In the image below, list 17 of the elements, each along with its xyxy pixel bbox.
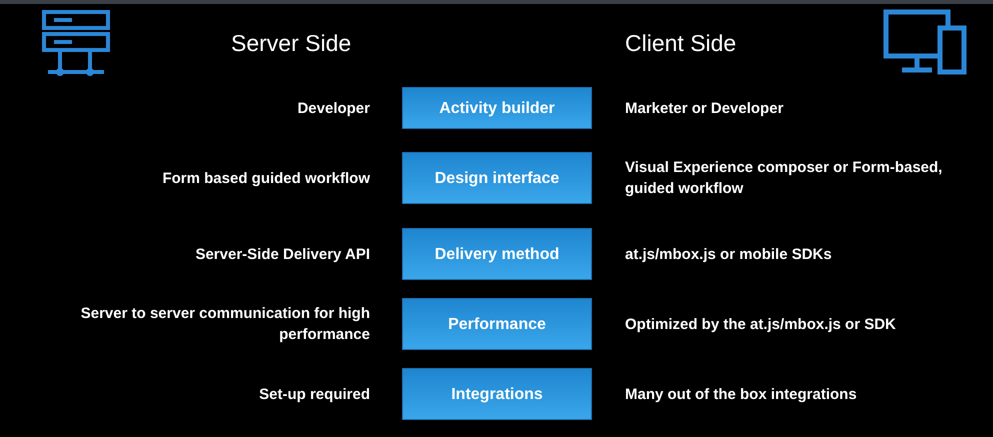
- feature-box: Design interface: [402, 152, 592, 204]
- client-side-text: Many out of the box integrations: [625, 384, 858, 404]
- feature-box: Performance: [402, 298, 592, 350]
- server-side-text: Set-up required: [258, 384, 370, 404]
- client-side-text: at.js/mbox.js or mobile SDKs: [625, 244, 833, 264]
- column-heading: Server Side: [231, 30, 352, 57]
- client-side-text: Visual Experience composer or Form-based, guided workflow: [625, 158, 944, 199]
- client-side-text: Marketer or Developer: [625, 98, 784, 118]
- feature-box: Integrations: [402, 368, 592, 420]
- server-side-text: Server-Side Delivery API: [194, 244, 370, 264]
- server-side-text: Form based guided workflow: [161, 168, 370, 188]
- server-side-text: Server to server communication for high performance: [80, 304, 370, 345]
- server-side-text: Developer: [296, 98, 370, 118]
- feature-box: Delivery method: [402, 228, 592, 280]
- column-heading: Client Side: [625, 30, 736, 57]
- feature-box: Activity builder: [402, 87, 592, 129]
- client-side-text: Optimized by the at.js/mbox.js or SDK: [625, 314, 897, 334]
